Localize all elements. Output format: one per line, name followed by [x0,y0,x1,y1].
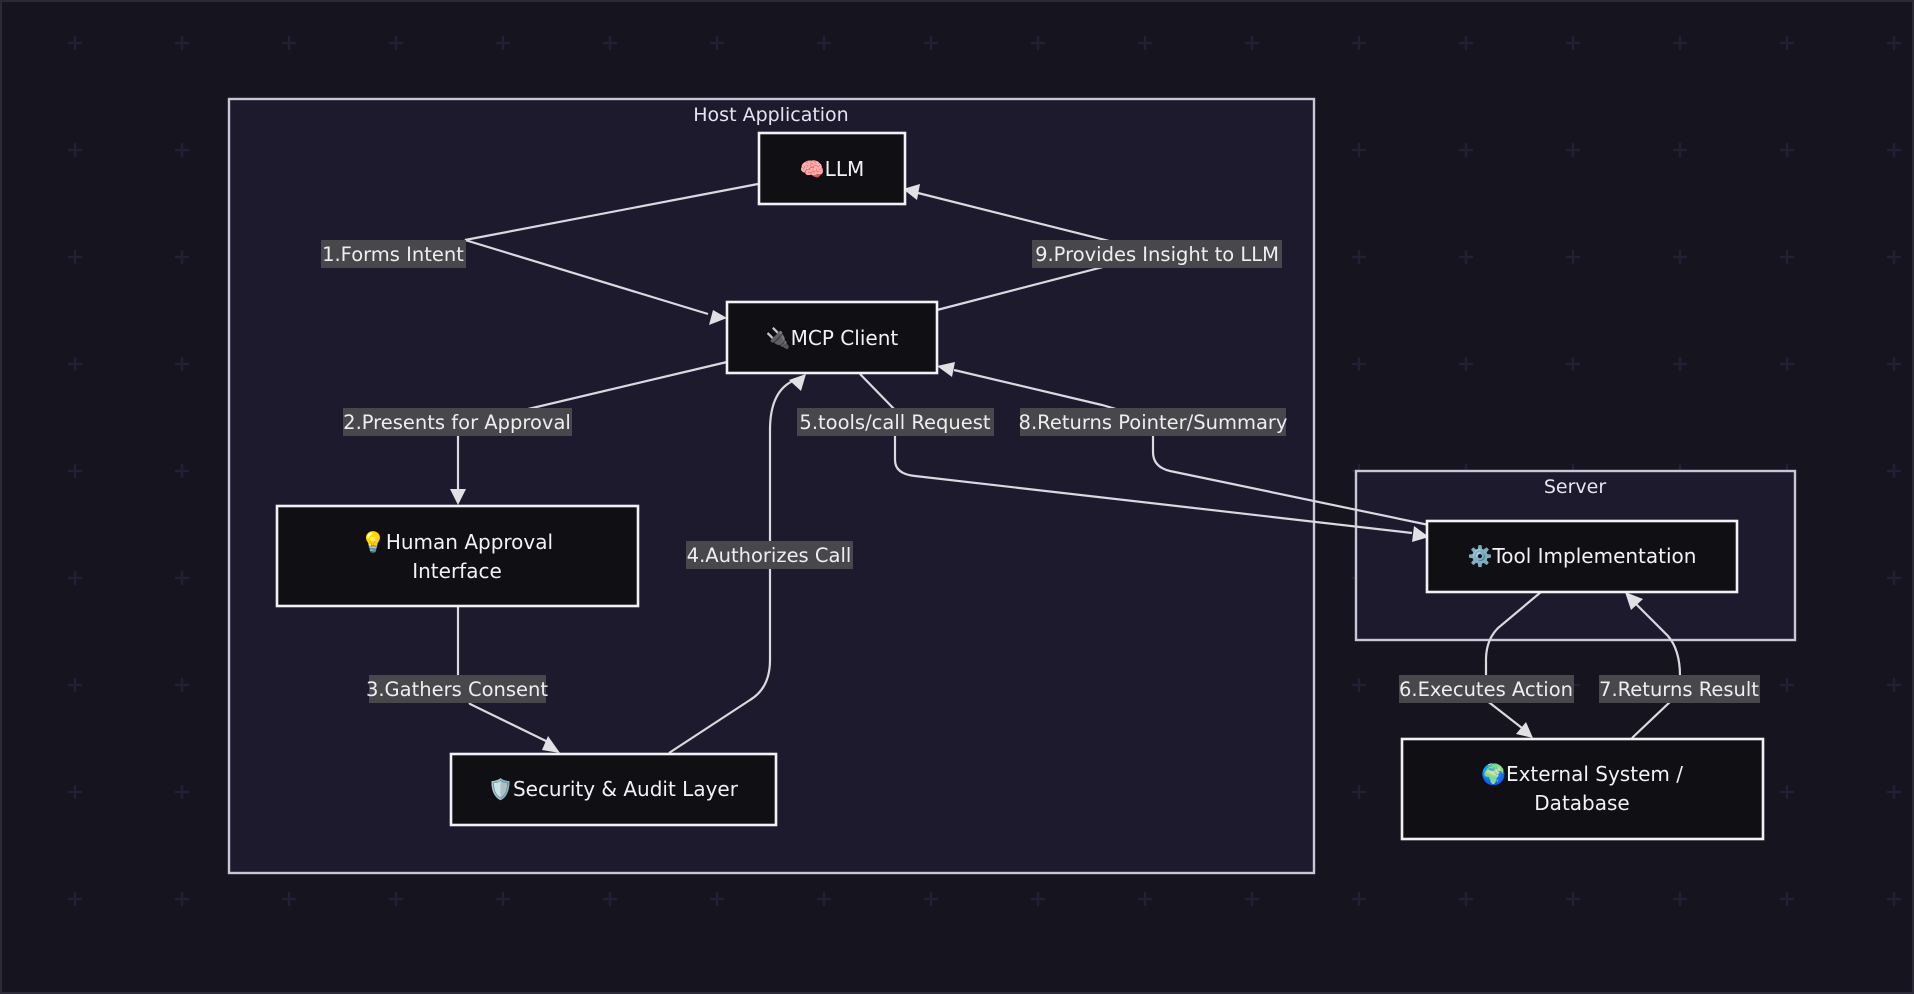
svg-text:🌍External System /: 🌍External System / [1481,762,1683,786]
node-mcp-client[interactable]: 🔌MCP Client [725,300,939,375]
edge-label-6: 6.Executes Action [1399,675,1574,703]
svg-text:4.Authorizes Call: 4.Authorizes Call [687,544,852,567]
svg-text:🧠LLM: 🧠LLM [800,157,864,181]
svg-text:2.Presents for Approval: 2.Presents for Approval [343,411,571,434]
edge-label-4: 4.Authorizes Call [686,541,853,569]
node-llm-label: LLM [825,157,865,181]
group-title-host: Host Application [693,104,848,126]
node-human-approval-label-line1: Human Approval [386,530,553,554]
svg-text:6.Executes Action: 6.Executes Action [1399,678,1573,701]
edge-executes-action [1484,591,1542,738]
node-external-label-line2: Database [1534,791,1629,815]
node-llm[interactable]: 🧠LLM [757,131,907,206]
node-external-label-line1: External System / [1506,762,1683,786]
edge-authorizes-call [668,374,806,754]
gear-icon: ⚙️ [1468,544,1493,568]
svg-text:1.Forms Intent: 1.Forms Intent [322,243,464,266]
svg-text:7.Returns Result: 7.Returns Result [1599,678,1759,701]
shield-icon: 🛡️ [488,777,513,801]
edge-label-2: 2.Presents for Approval [343,408,572,436]
svg-text:9.Provides Insight to LLM: 9.Provides Insight to LLM [1035,243,1279,266]
globe-icon: 🌍 [1481,762,1506,786]
brain-icon: 🧠 [800,157,825,181]
plug-icon: 🔌 [766,326,791,350]
node-security-audit-layer[interactable]: 🛡️Security & Audit Layer [449,752,778,827]
svg-text:3.Gathers Consent: 3.Gathers Consent [366,678,548,701]
svg-text:🛡️Security & Audit Layer: 🛡️Security & Audit Layer [488,777,739,801]
lightbulb-icon: 💡 [361,530,386,554]
svg-text:🔌MCP Client: 🔌MCP Client [766,326,899,350]
node-human-approval-interface[interactable]: 💡Human Approval Interface [275,504,640,608]
node-tool-label: Tool Implementation [1491,544,1696,568]
node-mcp-client-label: MCP Client [791,326,899,350]
edge-label-8: 8.Returns Pointer/Summary [1019,408,1288,436]
svg-text:8.Returns Pointer/Summary: 8.Returns Pointer/Summary [1019,411,1288,434]
node-security-label: Security & Audit Layer [513,777,739,801]
svg-text:5.tools/call Request: 5.tools/call Request [799,411,991,434]
edge-label-9: 9.Provides Insight to LLM [1032,240,1282,268]
edge-label-7: 7.Returns Result [1599,675,1760,703]
node-human-approval-label-line2: Interface [412,559,502,583]
edge-label-1: 1.Forms Intent [321,240,466,268]
group-title-server: Server [1544,476,1606,498]
svg-text:⚙️Tool Implementation: ⚙️Tool Implementation [1468,544,1697,568]
node-external-system-database[interactable]: 🌍External System / Database [1400,737,1765,841]
svg-text:💡Human Approval: 💡Human Approval [361,530,553,554]
edge-tools-call-request [859,373,1429,542]
node-tool-implementation[interactable]: ⚙️Tool Implementation [1425,519,1739,594]
edge-label-5: 5.tools/call Request [797,408,994,436]
group-host-application: Host Application [227,97,1316,875]
edge-label-3: 3.Gathers Consent [366,675,548,703]
